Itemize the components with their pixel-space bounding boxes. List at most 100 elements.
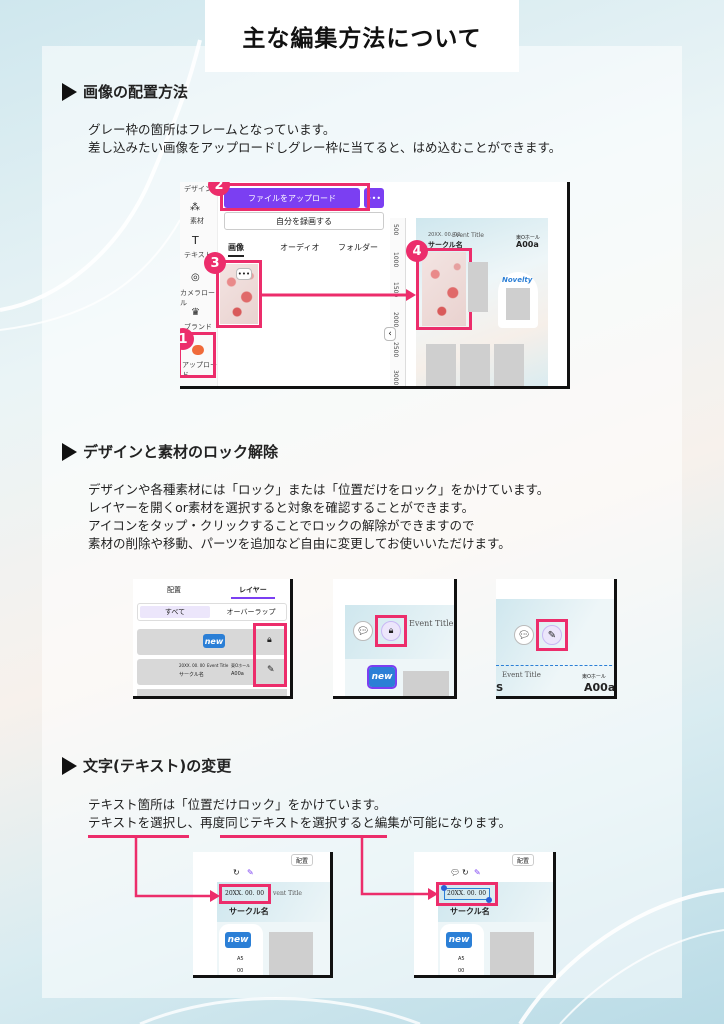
filter-all[interactable]: すべて	[140, 606, 210, 618]
ruler-tick: 2500	[392, 342, 399, 358]
canvas-date: 20XX. 00. 00	[428, 232, 461, 238]
collapse-panel-button[interactable]: ‹	[384, 327, 396, 341]
thumbnail-more-button[interactable]: •••	[236, 268, 252, 280]
ruler-tick: 3000	[392, 370, 399, 386]
page-title: 主な編集方法について	[242, 26, 482, 52]
text-selection-box[interactable]: 20XX. 00. 00	[444, 888, 490, 900]
design-canvas[interactable]: Event Title 20XX. 00. 00 サークル名 東Oホール A00…	[406, 218, 548, 386]
position-lock-icon[interactable]: ✎	[247, 868, 254, 877]
canvas-date[interactable]: 20XX. 00. 00	[225, 890, 265, 897]
canvas-grey-frame[interactable]	[426, 344, 456, 386]
tab-images[interactable]: 画像	[228, 242, 244, 257]
comment-icon[interactable]: 💬︎	[450, 868, 461, 877]
sidebar-item-brand[interactable]: ブランド	[184, 323, 212, 331]
comment-icon[interactable]: 💬︎	[514, 625, 534, 645]
rotate-icon[interactable]: ↻	[233, 868, 240, 877]
lock-icon[interactable]: 🔒︎	[381, 621, 401, 641]
canvas-grey-frame[interactable]	[460, 344, 490, 386]
tab-folders[interactable]: フォルダー	[338, 243, 378, 252]
tab-layers[interactable]: レイヤー	[231, 585, 275, 599]
section-1-text: グレー枠の箇所はフレームとなっています。 差し込みたい画像をアップロードしグレー…	[88, 121, 561, 157]
position-lock-icon[interactable]: ✎	[474, 868, 481, 877]
brand-icon: ♛	[191, 307, 200, 318]
canvas-hall: 東Oホール	[582, 674, 606, 680]
canvas-event-title: vent Title	[273, 890, 302, 897]
canvas-circle-name: サークル名	[229, 907, 269, 916]
triangle-bullet-icon	[62, 756, 77, 775]
text-line: テキストを選択し、再度同じテキストを選択すると編集が可能になります。	[88, 815, 512, 830]
upload-file-button[interactable]: ファイルをアップロード	[224, 188, 360, 208]
screenshot-position-lock: 💬︎ ✎ Event Title 東Oホール A00a S	[496, 579, 617, 699]
canvas-grey-frame[interactable]	[494, 344, 524, 386]
grey-frame[interactable]	[490, 932, 534, 975]
row-hall: 東Oホール	[231, 663, 251, 668]
section-heading-text: 文字(テキスト)の変更	[83, 757, 232, 775]
filter-overlap[interactable]: オーバーラップ	[226, 608, 276, 616]
ruler-tick: 2000	[392, 312, 399, 328]
triangle-bullet-icon	[62, 442, 77, 461]
layer-row[interactable]: 20XX. 00. 00 Event Title サークル名 東Oホール A00…	[137, 659, 287, 685]
ruler-tick: 500	[392, 224, 399, 236]
elements-icon: ⁂	[190, 202, 200, 213]
underline-select	[88, 835, 189, 838]
vertical-ruler: 500 1000 1500 2000 2500 3000	[390, 218, 406, 386]
comment-icon[interactable]: 💬︎	[353, 621, 373, 641]
new-logo: new	[203, 634, 225, 648]
canvas-photo-frame[interactable]	[422, 252, 466, 326]
side-text: A5	[458, 956, 465, 962]
position-lock-icon[interactable]: ✎	[542, 625, 562, 645]
canvas-event-title: Event Title	[502, 671, 541, 679]
triangle-bullet-icon	[62, 82, 77, 101]
side-text: 00	[237, 968, 244, 974]
text-line: アイコンをタップ・クリックすることでロックの解除ができますので	[88, 518, 475, 533]
highlight-upload-tab	[180, 332, 216, 378]
text-line: グレー枠の箇所はフレームとなっています。	[88, 122, 336, 137]
underline-reselect	[220, 835, 387, 838]
row-date: 20XX. 00. 00	[179, 663, 205, 668]
position-lock-icon[interactable]: ✎	[267, 665, 275, 675]
side-text: A5	[237, 956, 244, 962]
record-yourself-button[interactable]: 自分を録画する	[224, 212, 384, 230]
canvas-circle-name: サークル名	[450, 907, 490, 916]
selection-handle[interactable]	[441, 885, 447, 891]
new-logo[interactable]: new	[367, 665, 397, 689]
novelty-card: Novelty	[498, 272, 538, 328]
text-line: デザインや各種素材には「ロック」または「位置だけをロック」をかけています。	[88, 482, 550, 497]
layer-row[interactable]: new	[137, 629, 287, 655]
section-heading-image-placement: 画像の配置方法	[62, 81, 188, 102]
sidebar-item-elements[interactable]: 素材	[190, 217, 204, 225]
screenshot-select-text: 配置 ↻ ✎ 20XX. 00. 00 vent Title サークル名 new…	[193, 852, 333, 978]
grey-frame[interactable]	[269, 932, 313, 975]
grey-frame[interactable]	[403, 671, 449, 696]
tab-arrange[interactable]: 配置	[167, 586, 181, 594]
sidebar-item-text[interactable]: テキスト	[184, 251, 212, 259]
sidebar-item-design[interactable]: デザイン	[184, 185, 212, 193]
sidebar-item-camera-roll[interactable]: カメラロール	[180, 289, 215, 307]
canvas-hall: 東Oホール	[516, 235, 540, 241]
layer-row[interactable]	[137, 689, 287, 696]
arrange-button[interactable]: 配置	[291, 854, 313, 866]
new-logo: new	[446, 932, 472, 948]
canvas-space: A00a	[516, 240, 539, 249]
selection-handle[interactable]	[486, 897, 492, 903]
canvas-date[interactable]: 20XX. 00. 00	[447, 890, 487, 897]
lock-icon[interactable]: 🔒︎	[267, 635, 272, 645]
arrange-button[interactable]: 配置	[512, 854, 534, 866]
screenshot-layers: 配置 レイヤー すべて オーバーラップ new 20XX. 00. 00 Eve…	[133, 579, 293, 699]
section-2-text: デザインや各種素材には「ロック」または「位置だけをロック」をかけています。 レイ…	[88, 481, 549, 553]
section-heading-text: デザインと素材のロック解除	[83, 443, 279, 461]
text-line: 差し込みたい画像をアップロードしグレー枠に当てると、はめ込むことができます。	[88, 140, 562, 155]
novelty-label: Novelty	[502, 276, 533, 284]
highlight-photo-frame	[416, 248, 472, 330]
tab-audio[interactable]: オーディオ	[280, 243, 320, 252]
ruler-tick: 1500	[392, 282, 399, 298]
section-heading-text: 画像の配置方法	[83, 83, 189, 101]
canvas-circle-name: サークル名	[428, 241, 463, 249]
canvas-grey-frame[interactable]	[468, 262, 488, 312]
canvas-space: A00a	[584, 681, 616, 694]
canvas-crop	[496, 599, 614, 696]
step-badge: 2	[208, 182, 230, 196]
rotate-icon[interactable]: ↻	[462, 868, 469, 877]
novelty-grey-frame[interactable]	[506, 288, 530, 320]
highlight-lock-icon	[375, 615, 407, 647]
